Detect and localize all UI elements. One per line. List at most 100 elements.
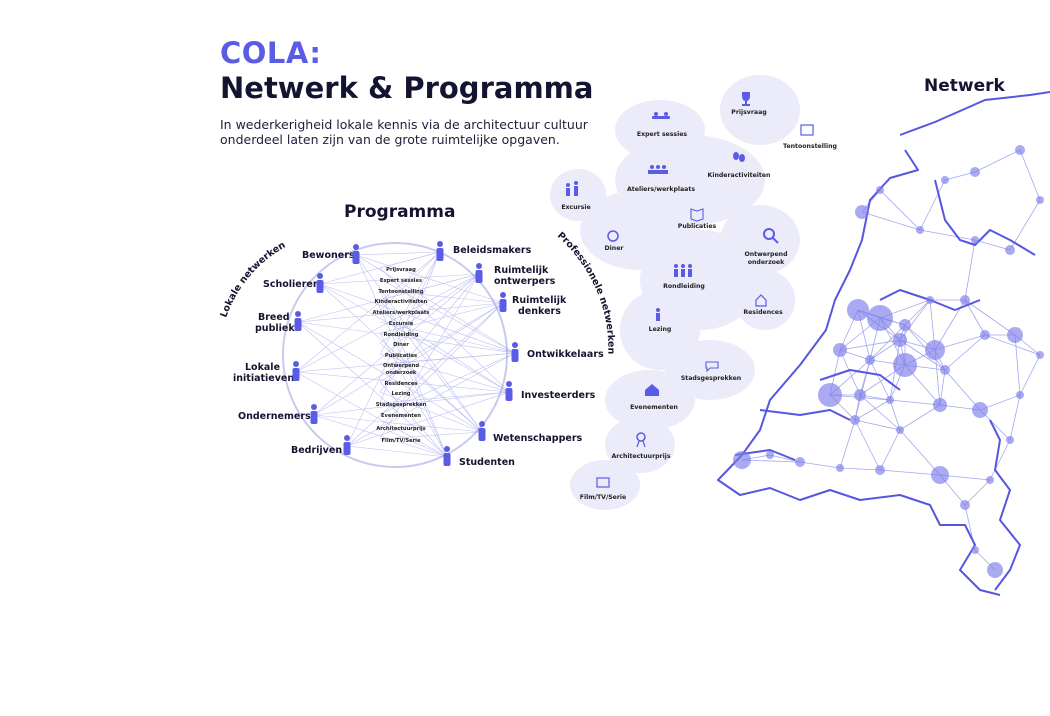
map-edge xyxy=(839,349,861,396)
actor-breed-publiek: Breed publiek xyxy=(255,311,302,334)
actor-studenten: Studenten xyxy=(443,446,515,468)
actor-ruimtelijk-ontwerpers: Ruimtelijk ontwerpers xyxy=(475,263,556,287)
actor-ontwikkelaars: Ontwikkelaars xyxy=(511,342,604,362)
activity-label: Expert sessies xyxy=(637,131,688,138)
activity-label: Evenementen xyxy=(630,404,678,411)
activity-film: Film/TV/Serie xyxy=(580,477,626,501)
netwerk-heading: Netwerk xyxy=(924,76,1005,96)
programma-circle xyxy=(282,242,508,468)
activity-label: Tentoonstelling xyxy=(783,143,837,150)
actor-wetenschappers: Wetenschappers xyxy=(478,421,583,444)
netherlands-outline xyxy=(717,91,1050,596)
connection-line xyxy=(379,321,516,354)
speaker-icon xyxy=(656,308,660,321)
connection-line xyxy=(295,371,448,458)
actor-bewoners: Bewoners xyxy=(302,244,360,264)
map-node xyxy=(818,383,842,407)
program-item: Expert sessies xyxy=(380,278,422,284)
map-edge xyxy=(839,419,856,469)
person-icon xyxy=(436,241,444,261)
connection-line xyxy=(379,289,448,458)
connection-line xyxy=(379,302,504,383)
map-node xyxy=(931,466,949,484)
program-item: Lezing xyxy=(391,391,410,397)
map-edge xyxy=(869,324,906,361)
meeting-icon xyxy=(652,112,670,119)
connection-line xyxy=(379,251,441,269)
map-edge xyxy=(974,149,1021,173)
actor-label: Ruimtelijk xyxy=(512,295,567,306)
map-edge xyxy=(769,454,801,463)
map-edge xyxy=(879,189,921,231)
connection-line xyxy=(313,302,504,416)
medal-icon xyxy=(636,432,646,448)
map-node xyxy=(854,389,866,401)
map-edge xyxy=(944,171,976,181)
map-edge xyxy=(919,229,976,241)
program-item: Film/TV/Serie xyxy=(382,438,421,444)
connection-line xyxy=(319,283,516,354)
actor-bedrijven: Bedrijven xyxy=(291,435,351,456)
person-icon xyxy=(292,361,300,381)
activity-label: Prijsvraag xyxy=(731,109,766,116)
program-item: Kinderactiviteiten xyxy=(375,299,428,305)
actor-scholieren: Scholieren xyxy=(263,273,324,293)
activity-prijsvraag: Prijsvraag xyxy=(731,92,767,116)
map-node xyxy=(986,476,994,484)
activity-label: Excursie xyxy=(561,204,590,211)
chat-icon xyxy=(705,361,719,373)
map-edge xyxy=(879,429,901,471)
actor-label: Ruimtelijk xyxy=(494,265,549,276)
map-edge xyxy=(854,419,881,471)
connection-line xyxy=(379,251,441,404)
map-node xyxy=(847,299,869,321)
map-node xyxy=(896,426,904,434)
connection-line xyxy=(295,273,480,373)
screen-icon xyxy=(596,477,610,488)
actor-ondernemers: Ondernemers xyxy=(238,404,318,424)
map-node xyxy=(1015,145,1025,155)
map-edge xyxy=(964,479,991,506)
map-node xyxy=(1006,436,1014,444)
program-item: Excursie xyxy=(389,321,414,327)
activity-label: Kinderactiviteiten xyxy=(708,172,771,179)
connection-line xyxy=(379,273,480,440)
trophy-icon xyxy=(742,92,750,106)
connection-line xyxy=(379,273,480,393)
program-item: Rondleiding xyxy=(384,332,419,338)
map-node xyxy=(987,562,1003,578)
actor-label: Bewoners xyxy=(302,250,355,261)
connection-line xyxy=(297,321,448,458)
map-node xyxy=(833,343,847,357)
activity-architectuurprijs: Architectuurprijs xyxy=(611,432,671,460)
map-node xyxy=(933,398,947,412)
map-node xyxy=(980,330,990,340)
map-edge xyxy=(899,339,946,371)
connection-line xyxy=(346,302,504,447)
map-node xyxy=(1036,196,1044,204)
connection-line xyxy=(379,289,504,304)
magnifier-icon xyxy=(763,228,779,244)
left-actors: Bewoners Scholieren Breed publiek Lokale… xyxy=(233,244,360,456)
activity-label: onderzoek xyxy=(748,259,785,266)
map-node xyxy=(925,340,945,360)
connection-line xyxy=(355,254,483,433)
connection-line xyxy=(297,321,516,354)
program-item: Publicaties xyxy=(385,353,417,359)
map-edge xyxy=(839,467,881,471)
actor-label: Investeerders xyxy=(521,390,596,401)
connection-line xyxy=(379,353,510,393)
person-icon xyxy=(499,292,507,312)
connection-line xyxy=(379,332,448,458)
connection-line xyxy=(346,352,516,447)
activity-expert-sessies: Expert sessies xyxy=(637,112,688,138)
person-icon xyxy=(475,263,483,283)
map-edge xyxy=(889,399,941,406)
map-node xyxy=(893,333,907,347)
map-node xyxy=(971,236,979,244)
tour-group-icon xyxy=(674,264,692,277)
person-icon xyxy=(310,404,318,424)
connection-line xyxy=(379,391,483,433)
workshop-icon xyxy=(648,165,668,174)
program-item: Evenementen xyxy=(381,413,421,419)
